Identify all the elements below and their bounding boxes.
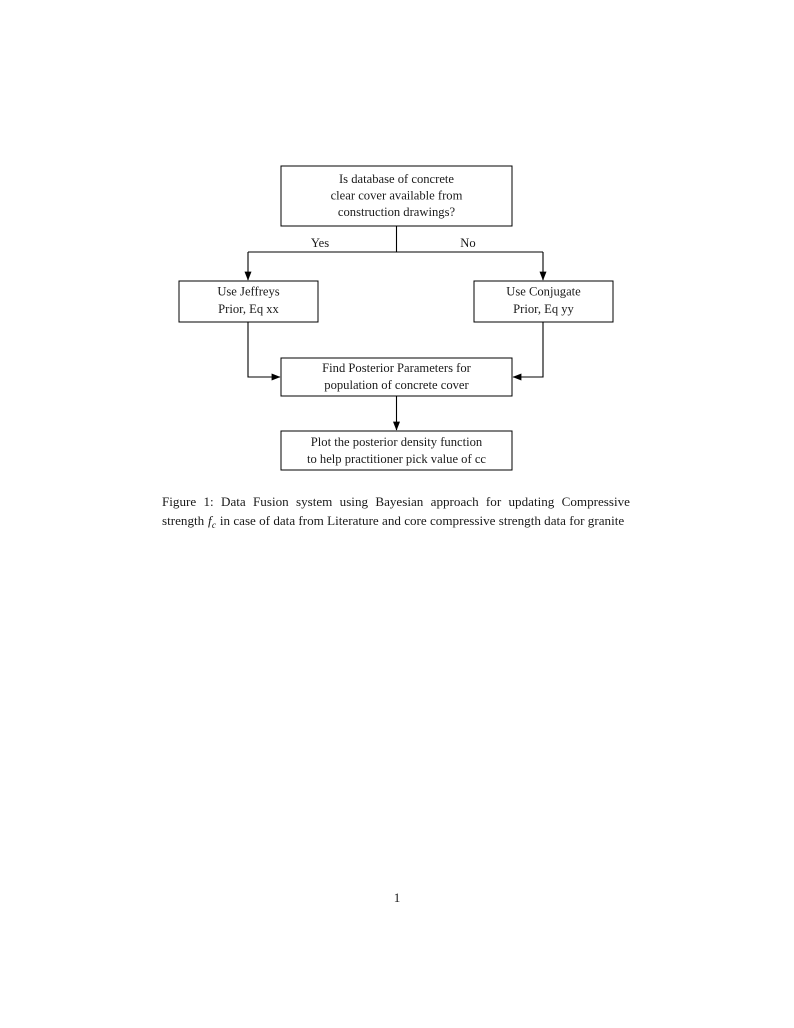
posterior-node-line-1: Find Posterior Parameters for xyxy=(322,361,471,375)
figure-caption-text-before: Data Fusion system using Bayesian approa… xyxy=(162,494,630,529)
plot-node-line-2: to help practitioner pick value of cc xyxy=(307,452,486,466)
decision-node-line-2: clear cover available from xyxy=(331,188,463,202)
jeffreys-node-line-1: Use Jeffreys xyxy=(217,284,279,298)
edge-label-no: No xyxy=(460,236,475,250)
plot-node-line-1: Plot the posterior density function xyxy=(311,435,483,449)
page-number: 1 xyxy=(393,890,401,905)
conjugate-node-line-1: Use Conjugate xyxy=(506,284,581,298)
figure-flowchart: Is database of concrete clear cover avai… xyxy=(0,0,794,485)
conjugate-node-line-2: Prior, Eq yy xyxy=(513,302,574,316)
decision-node-line-1: Is database of concrete xyxy=(339,172,454,186)
posterior-node-line-2: population of concrete cover xyxy=(324,378,469,392)
node-find-posterior[interactable]: Find Posterior Parameters for population… xyxy=(280,357,513,397)
plot-node-box xyxy=(280,430,513,471)
connector-conjugate-to-posterior xyxy=(512,322,544,381)
figure-caption-label: Figure 1: xyxy=(162,494,214,509)
figure-caption-text-after: in case of data from Literature and core… xyxy=(219,513,625,529)
decision-node-box xyxy=(280,165,513,227)
flowchart-canvas: Is database of concrete clear cover avai… xyxy=(178,165,614,471)
node-decision-database[interactable]: Is database of concrete clear cover avai… xyxy=(280,165,513,227)
jeffreys-node-line-2: Prior, Eq xx xyxy=(218,302,279,316)
posterior-node-box xyxy=(280,357,513,397)
connector-jeffreys-to-posterior xyxy=(247,322,281,381)
conjugate-node-box xyxy=(473,280,614,323)
figure-caption: Figure 1: Data Fusion system using Bayes… xyxy=(162,492,630,536)
math-variable-subscript: c xyxy=(211,520,217,531)
node-plot-posterior[interactable]: Plot the posterior density function to h… xyxy=(280,430,513,471)
edge-label-yes: Yes xyxy=(311,236,329,250)
node-jeffreys-prior[interactable]: Use Jeffreys Prior, Eq xx xyxy=(178,280,319,323)
figure-caption-math-variable: fc xyxy=(207,513,217,531)
jeffreys-node-box xyxy=(178,280,319,323)
decision-node-line-3: construction drawings? xyxy=(338,205,456,219)
node-conjugate-prior[interactable]: Use Conjugate Prior, Eq yy xyxy=(473,280,614,323)
math-variable-base: f xyxy=(207,513,212,529)
